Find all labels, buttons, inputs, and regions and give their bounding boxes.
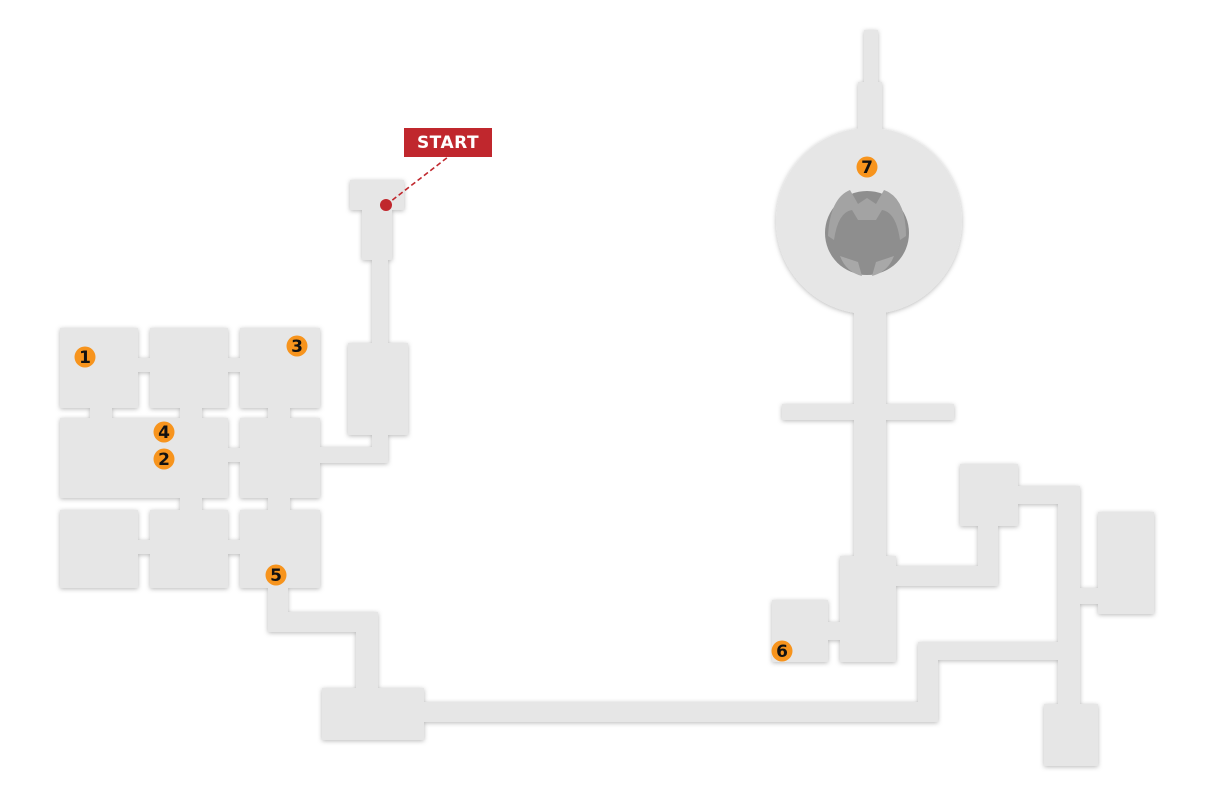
marker-2: 2	[153, 448, 175, 470]
marker-5: 5	[265, 564, 287, 586]
marker-7: 7	[856, 156, 878, 178]
start-room	[316, 180, 408, 463]
marker-4-label: 4	[158, 423, 170, 443]
marker-7-label: 7	[861, 158, 873, 178]
marker-1-label: 1	[79, 348, 91, 368]
room-grid	[60, 328, 320, 588]
marker-5-label: 5	[270, 566, 282, 586]
boss-column	[782, 30, 954, 558]
start-point-icon	[380, 199, 392, 211]
marker-4: 4	[153, 421, 175, 443]
marker-1: 1	[74, 346, 96, 368]
marker-3-label: 3	[291, 337, 303, 357]
lower-corridor	[268, 586, 1080, 740]
start-callout: START	[380, 128, 492, 211]
markers: 1 3 4 2 5 6 7	[74, 156, 878, 662]
boss-icon	[825, 190, 909, 276]
floor-plan	[60, 30, 1154, 766]
start-label: START	[417, 133, 479, 153]
marker-2-label: 2	[158, 450, 170, 470]
marker-6-label: 6	[776, 642, 788, 662]
start-badge	[404, 128, 492, 157]
marker-3: 3	[286, 335, 308, 357]
marker-6: 6	[771, 640, 793, 662]
start-leader-line	[385, 156, 449, 206]
